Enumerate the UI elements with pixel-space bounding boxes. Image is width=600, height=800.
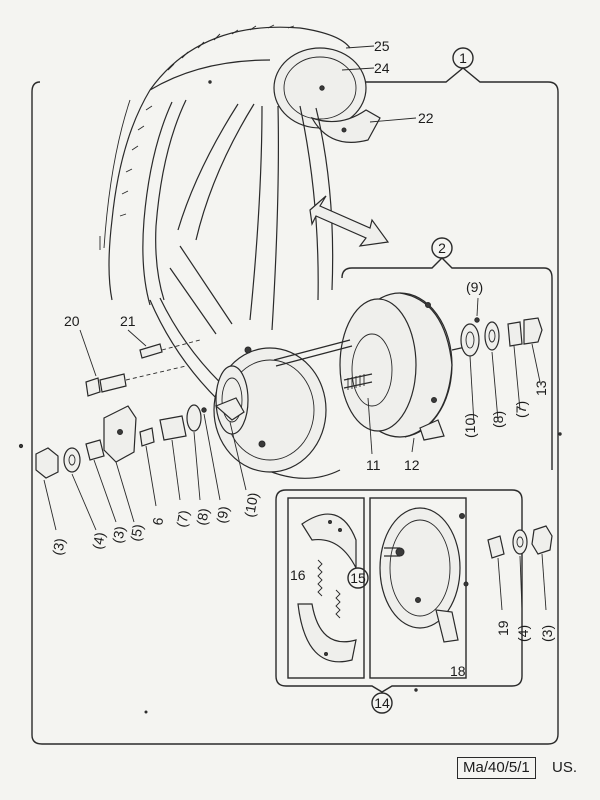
callout-1: 1 — [459, 50, 467, 66]
brake-drum — [339, 292, 453, 441]
label-16: 16 — [290, 567, 306, 583]
direction-arrow — [309, 195, 390, 247]
callout-circle-15 — [347, 567, 369, 589]
label-19: 19 — [495, 620, 511, 636]
label-24: 24 — [374, 60, 390, 76]
callout-circle-2 — [431, 237, 453, 259]
label-12: 12 — [404, 457, 420, 473]
assembly-frame — [31, 67, 559, 745]
assembly-guide-lines — [125, 339, 201, 381]
wheel-hub — [213, 346, 327, 473]
left-parts — [35, 397, 245, 479]
scan-specks — [18, 80, 562, 714]
callout-2: 2 — [438, 240, 446, 256]
brake-shoe-lower — [297, 603, 357, 663]
tyre — [99, 24, 351, 301]
reference-suffix: US. — [552, 759, 578, 776]
callout-15: 15 — [350, 570, 366, 586]
label-22: 22 — [418, 110, 434, 126]
callout-14: 14 — [374, 695, 390, 711]
assembly-2-frame — [341, 257, 553, 470]
label-6: 6 — [149, 516, 166, 527]
brake-shoe-upper — [301, 513, 357, 569]
label-21: 21 — [120, 313, 136, 329]
callout-circle-14 — [371, 692, 393, 714]
label-9-top: (9) — [466, 279, 483, 295]
label-8-left: (8) — [193, 507, 212, 527]
brake-plate — [379, 507, 469, 643]
label-3-right: (3) — [539, 625, 555, 642]
label-18: 18 — [450, 663, 466, 679]
label-10-left: (10) — [241, 491, 261, 518]
wheel-rim — [142, 99, 341, 479]
lower-right-parts — [487, 525, 553, 559]
pin-21 — [139, 343, 163, 359]
label-3-mid: (3) — [109, 525, 128, 545]
assembly-14-frame — [275, 489, 523, 693]
label-7-right: (7) — [513, 401, 529, 418]
reference-code: Ma/40/5/1 — [457, 757, 536, 779]
callout-circle-1 — [452, 47, 474, 69]
label-10-right: (10) — [462, 413, 478, 438]
brake-shoe-box — [287, 497, 365, 679]
right-bearing-parts — [451, 317, 543, 357]
label-3-left: (3) — [49, 537, 68, 557]
brake-springs — [317, 559, 341, 619]
label-7-left: (7) — [173, 509, 192, 529]
label-5: (5) — [127, 523, 146, 543]
label-20: 20 — [64, 313, 80, 329]
label-13: 13 — [533, 380, 549, 396]
label-11: 11 — [366, 457, 381, 473]
label-25: 25 — [374, 38, 390, 54]
mudguard-part — [273, 47, 381, 143]
axle — [273, 339, 373, 390]
bolt-20 — [85, 373, 127, 397]
label-4-left: (4) — [89, 531, 108, 551]
label-4-right: (4) — [515, 625, 531, 642]
leader-lines — [43, 45, 547, 611]
label-9-left: (9) — [213, 505, 232, 525]
brake-plate-box — [369, 497, 467, 679]
label-8-right: (8) — [490, 411, 506, 428]
